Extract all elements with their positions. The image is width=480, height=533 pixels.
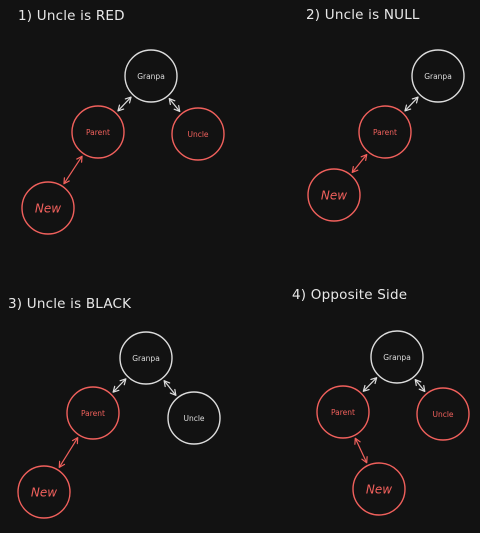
case-4-edge-line-parent-new (354, 438, 368, 463)
case-1-edge-line-grandpa-parent (117, 96, 132, 112)
case-4-arrowhead-uncle (418, 384, 426, 393)
case-4-node-grandpa-circle (370, 330, 424, 384)
case-4-node-parent: Parent (316, 385, 370, 439)
case-2-edge-grandpa-parent (404, 96, 419, 112)
case-4-node-uncle-label: Uncle (432, 410, 453, 419)
case-2-node-grandpa-label: Granpa (424, 72, 452, 81)
case-3-arrowhead-grandpa (163, 380, 171, 388)
case-3-node-grandpa-circle (119, 331, 173, 385)
case-1-node-uncle: Uncle (171, 107, 225, 161)
case-3-node-parent-circle (66, 386, 120, 440)
case-3-node-parent-label: Parent (81, 409, 105, 418)
case-4-node-new-circle (352, 462, 406, 516)
case-2-node-parent: Parent (358, 105, 412, 159)
case-3-edge-parent-new (58, 437, 79, 468)
case-1-title: 1) Uncle is RED (18, 8, 125, 24)
case-4-arrowhead-parent (354, 437, 361, 445)
case-4-arrowhead-grandpa (370, 377, 378, 385)
case-3-arrowhead-grandpa (119, 378, 127, 386)
case-2-node-new: New (307, 168, 361, 222)
case-3-edge-line-grandpa-parent (112, 378, 127, 393)
case-4-edge-grandpa-uncle (414, 378, 426, 393)
case-1-arrowhead-grandpa (124, 96, 132, 104)
case-2-edge-line-parent-new (351, 154, 368, 173)
case-1-edge-parent-new (63, 155, 83, 185)
case-1-arrowhead-uncle (173, 104, 181, 113)
case-4-edge-grandpa-parent (362, 377, 378, 392)
case-3-node-grandpa-label: Granpa (132, 354, 160, 363)
case-3-node-grandpa: Granpa (119, 331, 173, 385)
case-3-node-uncle-label: Uncle (183, 414, 204, 423)
case-1-node-grandpa: Granpa (124, 49, 178, 103)
case-3-arrowhead-parent (71, 437, 79, 445)
case-1-arrowhead-new (63, 177, 70, 185)
case-3-edge-grandpa-parent (112, 378, 127, 393)
case-1-arrowhead-parent (76, 155, 83, 163)
case-2-node-parent-label: Parent (373, 128, 397, 137)
case-2-node-new-circle (307, 168, 361, 222)
case-4-edge-line-grandpa-parent (362, 377, 378, 392)
case-1-arrowhead-parent (117, 104, 125, 112)
case-1-node-grandpa-label: Granpa (137, 72, 165, 81)
case-1-edge-line-parent-new (63, 155, 83, 185)
case-2-node-grandpa: Granpa (411, 49, 465, 103)
case-1-node-uncle-circle (171, 107, 225, 161)
case-3-node-new-label: New (31, 486, 57, 500)
case-2-node-new-label: New (321, 189, 347, 203)
case-1-node-uncle-label: Uncle (187, 130, 208, 139)
case-4-node-parent-circle (316, 385, 370, 439)
case-3-edge-line-grandpa-uncle (163, 380, 177, 396)
case-4-node-grandpa-label: Granpa (383, 353, 411, 362)
case-2-node-parent-circle (358, 105, 412, 159)
case-1-arrowhead-grandpa (168, 97, 176, 106)
case-1-node-parent-circle (71, 105, 125, 159)
case-1-node-new-label: New (35, 202, 61, 216)
case-4-node-uncle: Uncle (416, 387, 470, 441)
case-3-node-new: New (17, 465, 71, 519)
case-4-title: 4) Opposite Side (292, 287, 407, 303)
case-3-node-new-circle (17, 465, 71, 519)
case-2-arrowhead-parent (404, 104, 412, 112)
case-1-edge-grandpa-parent (117, 96, 132, 112)
case-3-arrowhead-uncle (169, 388, 177, 396)
case-3-node-uncle-circle (167, 391, 221, 445)
case-3-arrowhead-parent (112, 385, 120, 393)
case-1-node-parent-label: Parent (86, 128, 110, 137)
case-3-edge-line-parent-new (58, 437, 79, 468)
case-1-node-parent: Parent (71, 105, 125, 159)
case-4-node-grandpa: Granpa (370, 330, 424, 384)
case-4-arrowhead-parent (362, 384, 370, 392)
case-3-edge-grandpa-uncle (163, 380, 177, 396)
case-2-arrowhead-grandpa (411, 96, 419, 104)
case-2-title: 2) Uncle is NULL (306, 7, 420, 23)
case-4-edge-parent-new (354, 437, 368, 464)
case-3-node-uncle: Uncle (167, 391, 221, 445)
case-2-arrowhead-parent (360, 153, 368, 162)
case-2-edge-parent-new (351, 153, 368, 174)
case-3-arrowhead-new (58, 460, 66, 468)
case-1-node-grandpa-circle (124, 49, 178, 103)
case-2-node-grandpa-circle (411, 49, 465, 103)
case-1-node-new: New (21, 181, 75, 235)
case-1-node-new-circle (21, 181, 75, 235)
case-4-arrowhead-new (361, 456, 368, 464)
case-4-edge-line-grandpa-uncle (414, 379, 426, 392)
case-4-node-new: New (352, 462, 406, 516)
case-2-arrowhead-new (351, 165, 359, 174)
case-4-node-uncle-circle (416, 387, 470, 441)
case-4-arrowhead-grandpa (414, 378, 422, 387)
case-2-edge-line-grandpa-parent (404, 96, 419, 112)
case-3-node-parent: Parent (66, 386, 120, 440)
case-1-edge-grandpa-uncle (168, 97, 181, 113)
case-4-node-new-label: New (366, 483, 392, 497)
case-3-title: 3) Uncle is BLACK (8, 296, 132, 312)
case-1-edge-line-grandpa-uncle (168, 98, 181, 112)
case-4-node-parent-label: Parent (331, 408, 355, 417)
